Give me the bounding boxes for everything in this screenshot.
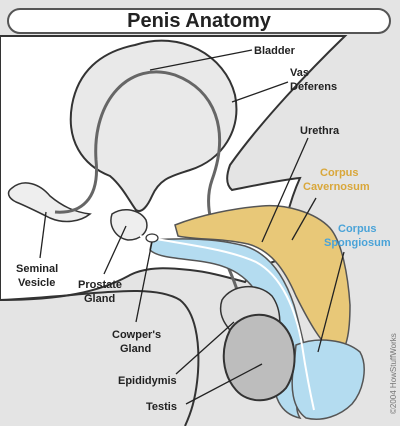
thigh-outline bbox=[0, 290, 200, 426]
page-title: Penis Anatomy bbox=[7, 8, 391, 34]
label-prostate-gland-2: Gland bbox=[84, 293, 115, 305]
glans-shape bbox=[291, 339, 365, 420]
bladder-shape bbox=[69, 39, 238, 212]
prostate-gland-shape bbox=[110, 208, 148, 241]
label-corpus-cavernosum-2: Cavernosum bbox=[303, 181, 370, 193]
corpus-spongiosum-leader bbox=[317, 251, 345, 353]
label-vas-deferens-1: Vas bbox=[290, 67, 309, 79]
copyright-text: ©2004 HowStuffWorks bbox=[389, 333, 398, 414]
label-corpus-spongiosum-2: Spongiosum bbox=[324, 237, 391, 249]
label-cowpers-gland-1: Cowper's bbox=[112, 329, 161, 341]
label-vas-deferens-2: Deferens bbox=[290, 81, 337, 93]
label-testis: Testis bbox=[146, 401, 177, 413]
cowpers-gland-shape bbox=[145, 233, 159, 243]
label-corpus-spongiosum-1: Corpus bbox=[338, 223, 377, 235]
urethra-line bbox=[139, 235, 315, 411]
label-seminal-vesicle-2: Vesicle bbox=[18, 277, 55, 289]
label-bladder: Bladder bbox=[254, 45, 296, 57]
label-epididymis: Epididymis bbox=[118, 375, 177, 387]
cowpers-gland-leader bbox=[135, 241, 153, 323]
label-corpus-cavernosum-1: Corpus bbox=[320, 167, 359, 179]
label-cowpers-gland-2: Gland bbox=[120, 343, 151, 355]
epididymis-leader bbox=[175, 321, 235, 375]
label-prostate-gland-1: Prostate bbox=[78, 279, 122, 291]
vas-deferens-leader bbox=[231, 81, 289, 103]
urethra-leader bbox=[261, 137, 309, 243]
testis-leader bbox=[185, 363, 263, 405]
label-seminal-vesicle-1: Seminal bbox=[16, 263, 58, 275]
corpus-cavernosum-leader bbox=[291, 197, 317, 241]
seminal-vesicle-leader bbox=[39, 211, 47, 259]
testis-shape bbox=[222, 313, 296, 402]
bladder-leader bbox=[149, 49, 253, 71]
label-urethra: Urethra bbox=[300, 125, 340, 137]
corpus-spongiosum-shape bbox=[149, 238, 311, 420]
prostate-gland-leader bbox=[103, 225, 127, 275]
corpus-cavernosum-shape bbox=[174, 204, 351, 357]
